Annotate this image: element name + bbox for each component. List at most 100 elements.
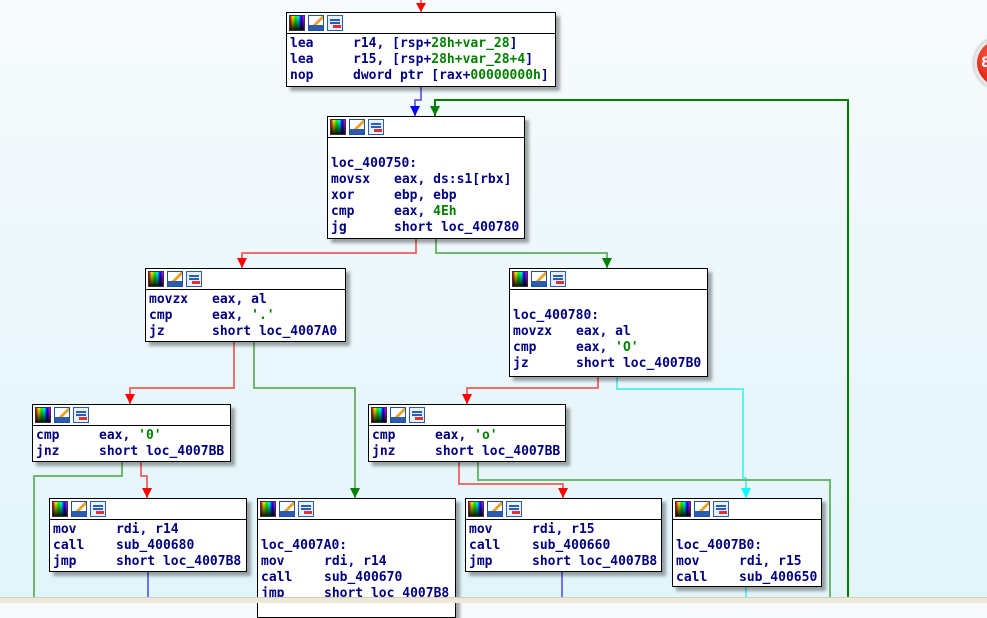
color-palette-icon[interactable]	[675, 501, 691, 517]
graph-overview-icon[interactable]	[506, 501, 522, 517]
color-palette-icon[interactable]	[330, 119, 346, 135]
color-palette-icon[interactable]	[512, 271, 528, 287]
color-palette-icon[interactable]	[468, 501, 484, 517]
operand-constant: '.'	[251, 308, 275, 323]
code-line[interactable]: loc_400750:	[331, 156, 521, 172]
operand-constant: 28h+var_28+4	[431, 52, 526, 67]
operand: eax, al	[576, 324, 631, 339]
operand: eax,	[576, 340, 616, 355]
edit-pencil-icon[interactable]	[349, 119, 365, 135]
block-header	[673, 499, 821, 520]
graph-overview-icon[interactable]	[368, 119, 384, 135]
graph-overview-icon[interactable]	[186, 271, 202, 287]
edit-pencil-icon[interactable]	[167, 271, 183, 287]
operand: eax,	[212, 308, 252, 323]
instruction-mnemonic: movzx	[149, 292, 189, 307]
code-line[interactable]: loc_400780:	[513, 308, 704, 324]
code-line[interactable]	[331, 140, 521, 156]
edit-pencil-icon[interactable]	[279, 501, 295, 517]
instruction-mnemonic: cmp	[331, 204, 355, 219]
code-line[interactable]	[261, 522, 452, 538]
edit-pencil-icon[interactable]	[54, 407, 70, 423]
color-palette-icon[interactable]	[35, 407, 51, 423]
color-palette-icon[interactable]	[289, 15, 305, 31]
code-line[interactable]: loc_4007A0:	[261, 538, 452, 554]
operand-constant: 'O'	[615, 340, 639, 355]
graph-overview-icon[interactable]	[409, 407, 425, 423]
color-palette-icon[interactable]	[52, 501, 68, 517]
graph-overview-icon[interactable]	[550, 271, 566, 287]
color-palette-icon[interactable]	[148, 271, 164, 287]
instruction-mnemonic: lea	[290, 36, 314, 51]
operand: r15, [rsp+	[353, 52, 432, 67]
arrow-head	[602, 258, 612, 268]
edit-pencil-icon[interactable]	[308, 15, 324, 31]
graph-overview-icon[interactable]	[90, 501, 106, 517]
arrow-head	[410, 106, 420, 116]
graph-overview-icon[interactable]	[713, 501, 729, 517]
edit-pencil-icon[interactable]	[531, 271, 547, 287]
color-palette-icon[interactable]	[260, 501, 276, 517]
edge-b2-b4	[435, 238, 608, 268]
operand: eax, ds:s1[rbx]	[394, 172, 512, 187]
operand: rdi, r15	[532, 522, 595, 537]
operand: eax,	[99, 428, 139, 443]
code-line[interactable]: loc_4007B0:	[676, 538, 818, 554]
graph-overview-icon[interactable]	[73, 407, 89, 423]
graph-overview-icon[interactable]	[298, 501, 314, 517]
code-line[interactable]	[676, 522, 818, 538]
code-line[interactable]	[513, 292, 704, 308]
edit-pencil-icon[interactable]	[390, 407, 406, 423]
operand: short loc_4007B0	[576, 356, 702, 371]
operand: rdi, r14	[116, 522, 179, 537]
instruction-mnemonic: call	[469, 538, 501, 553]
edit-pencil-icon[interactable]	[71, 501, 87, 517]
operand: eax,	[394, 204, 434, 219]
edit-pencil-icon[interactable]	[487, 501, 503, 517]
operand: eax,	[435, 428, 475, 443]
graph-overview-icon[interactable]	[327, 15, 343, 31]
color-palette-icon[interactable]	[371, 407, 387, 423]
instruction-mnemonic: jmp	[53, 554, 77, 569]
instruction-mnemonic: cmp	[36, 428, 60, 443]
operand: ]	[540, 68, 549, 83]
edit-pencil-icon[interactable]	[694, 501, 710, 517]
